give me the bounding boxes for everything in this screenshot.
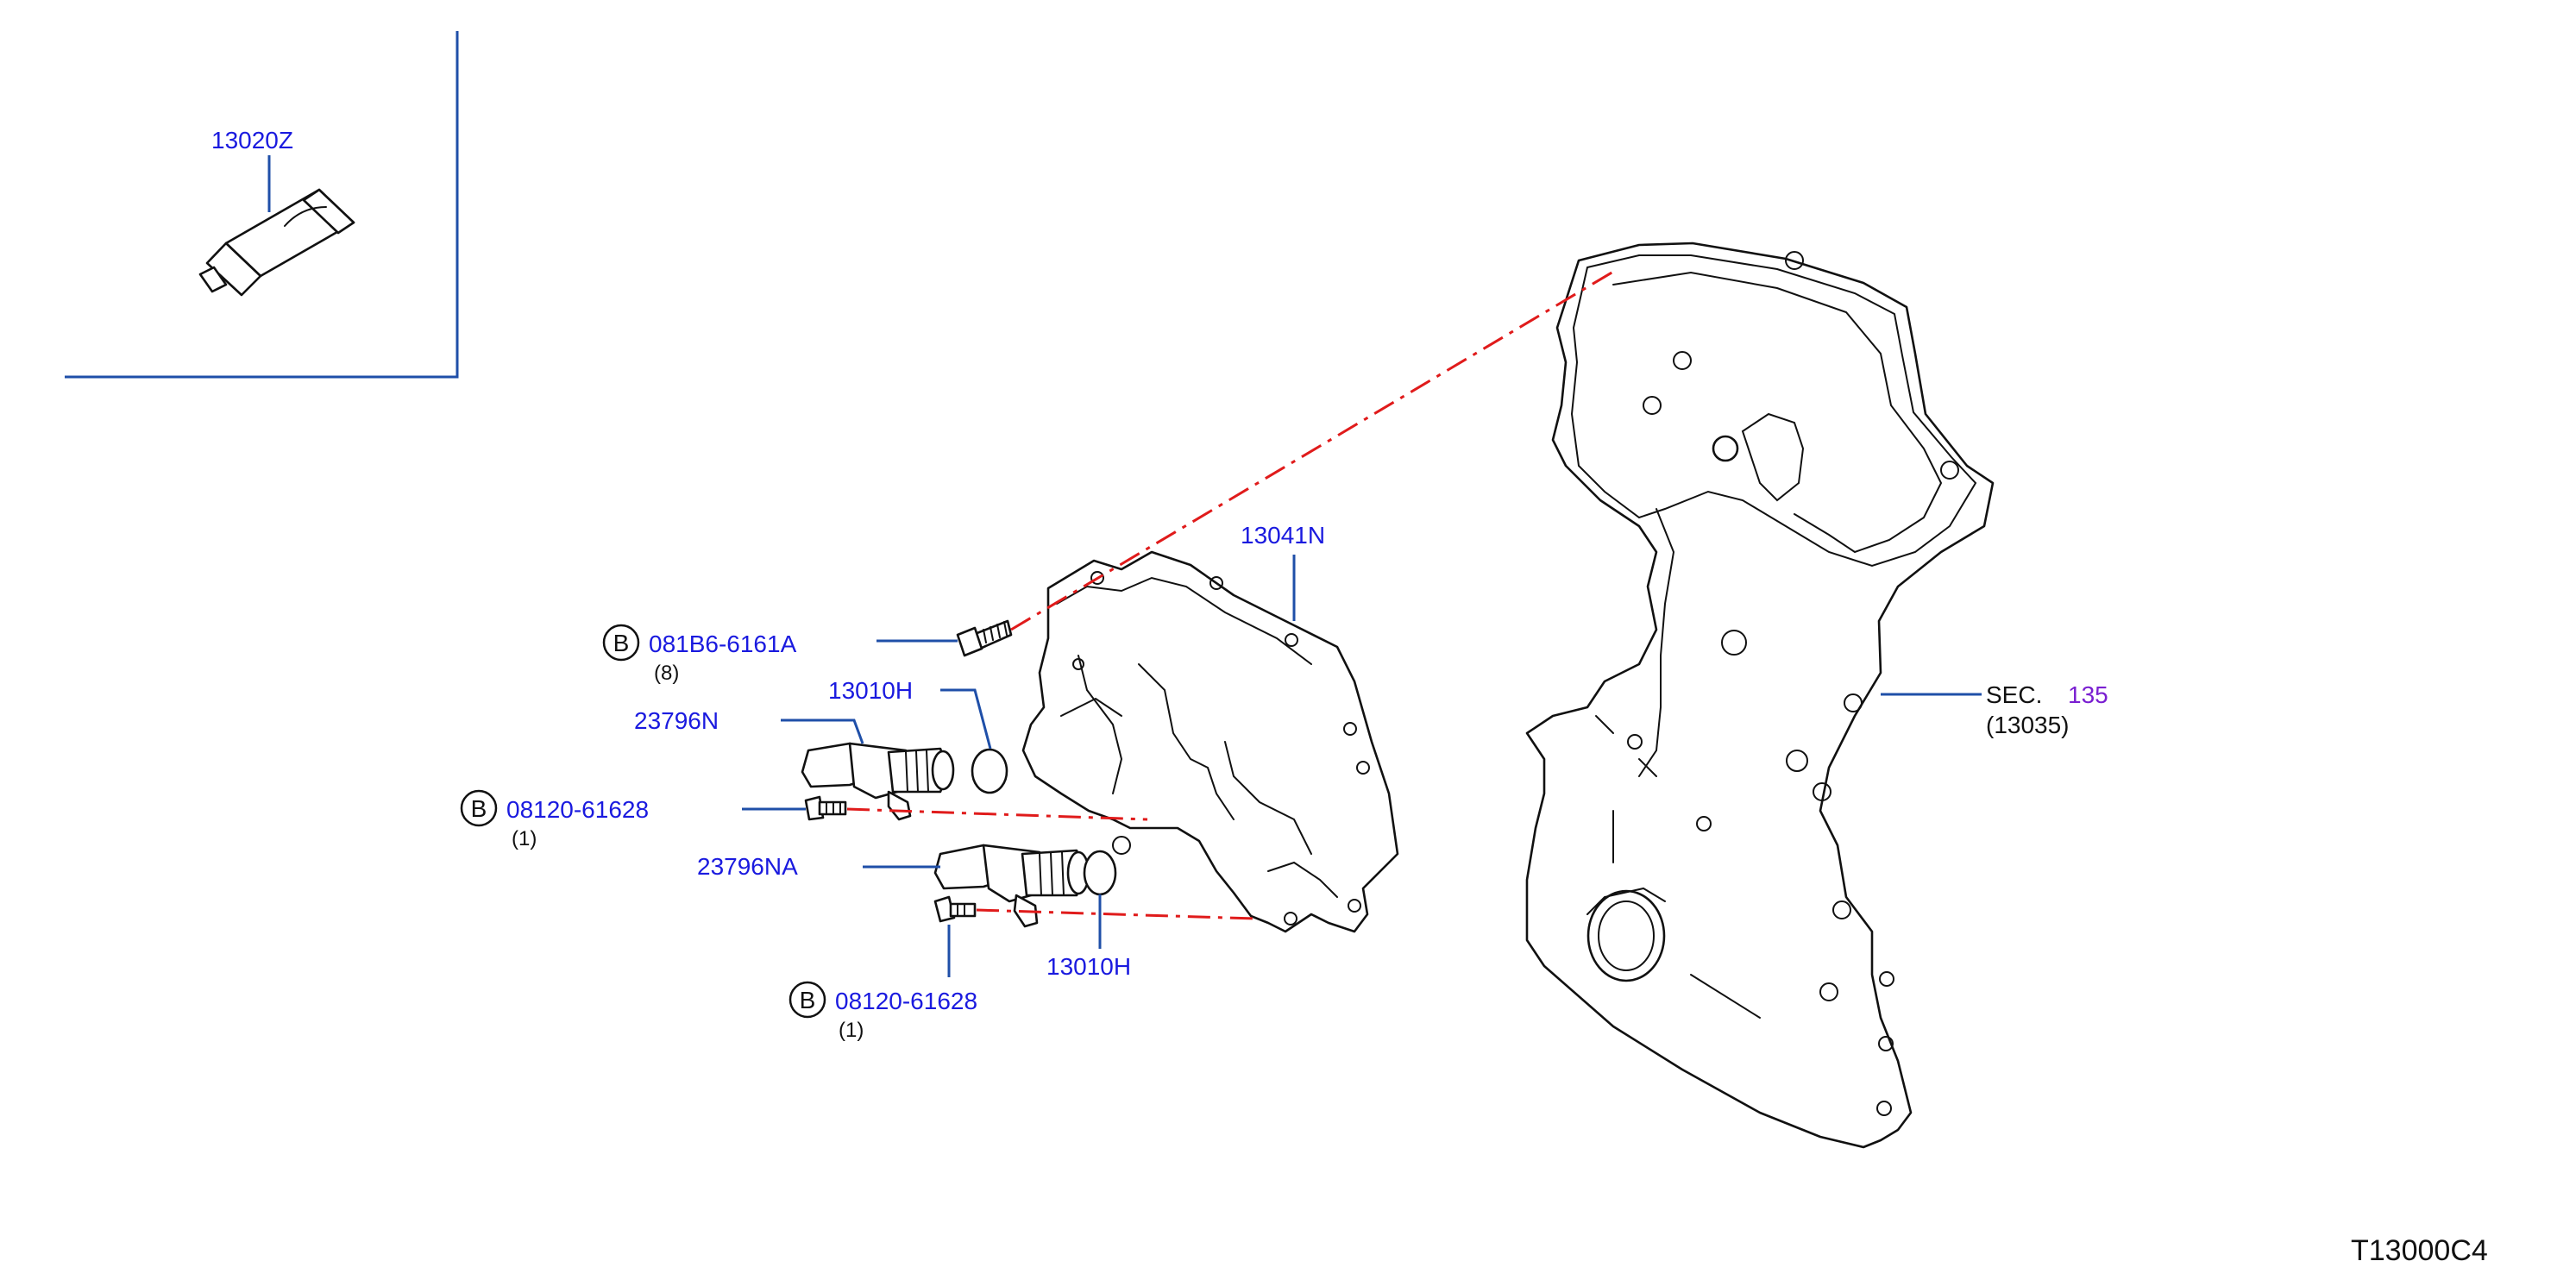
part-number-13010H[interactable]: 13010H: [828, 677, 913, 704]
callout-bolt-solenoid-lower: B 08120-61628 (1): [789, 981, 977, 1042]
b-marker: B: [800, 987, 816, 1013]
section-number-link[interactable]: 135: [2068, 681, 2108, 708]
o-ring-lower-illustration: [1083, 850, 1117, 896]
part-number-23796N[interactable]: 23796N: [634, 707, 719, 734]
alignment-lines: [846, 270, 1614, 920]
callout-o-ring-upper: 13010H: [828, 677, 913, 704]
callout-front-cover-gasket: 13041N: [1241, 522, 1325, 549]
b-marker: B: [613, 630, 630, 656]
part-number-13010H[interactable]: 13010H: [1046, 953, 1131, 980]
bolt-cover-illustration: [956, 619, 1013, 657]
callout-solenoid-lower: 23796NA: [697, 853, 798, 880]
inset-frame: [65, 31, 459, 379]
timing-chain-case: [1525, 242, 1995, 1149]
o-ring-upper-illustration: [971, 748, 1008, 794]
sealant-inset: [65, 31, 459, 379]
part-number-08120-61628[interactable]: 08120-61628: [835, 988, 977, 1014]
callout-o-ring-lower: 13010H: [1046, 953, 1131, 980]
part-number-081B6-6161A[interactable]: 081B6-6161A: [649, 631, 797, 657]
solenoid-lower-illustration: [933, 844, 1090, 928]
section-prefix: SEC.: [1986, 681, 2042, 708]
callout-solenoid-upper: 23796N: [634, 707, 719, 734]
quantity: (1): [512, 827, 537, 850]
part-number-13041N[interactable]: 13041N: [1241, 522, 1325, 549]
diagram-id: T13000C4: [2351, 1234, 2488, 1267]
b-marker-circle: [460, 789, 498, 827]
part-number-23796NA[interactable]: 23796NA: [697, 853, 798, 880]
quantity: (1): [839, 1019, 864, 1042]
bolt-solenoid-lower-illustration: [933, 895, 977, 923]
b-marker: B: [471, 795, 487, 822]
b-marker-circle: [602, 624, 640, 662]
callout-bolt-cover: B 081B6-6161A (8): [602, 624, 797, 685]
front-cover: [1021, 550, 1399, 933]
quantity: (8): [654, 662, 679, 685]
bolt-solenoid-upper-illustration: [804, 795, 847, 821]
section-reference: SEC. 135 (13035): [1986, 681, 2108, 738]
leader-lines: [742, 555, 1982, 977]
b-marker-circle: [789, 981, 826, 1019]
part-number-08120-61628[interactable]: 08120-61628: [506, 796, 649, 823]
part-number-13020Z[interactable]: 13020Z: [211, 127, 293, 154]
callout-bolt-solenoid-upper: B 08120-61628 (1): [460, 789, 649, 850]
sealant-tube-illustration: [198, 188, 355, 297]
solenoid-upper-illustration: [801, 742, 955, 821]
section-sub-number: (13035): [1986, 712, 2070, 738]
callout-sealant: 13020Z: [211, 127, 293, 154]
